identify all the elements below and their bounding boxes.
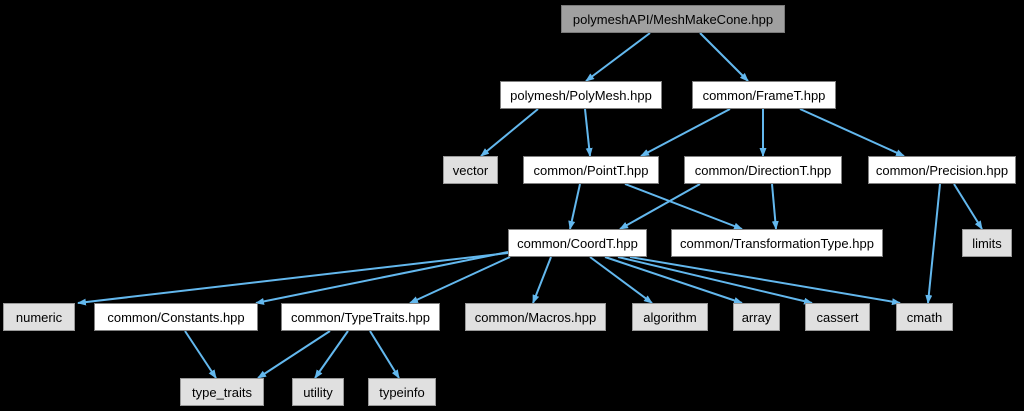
graph-node-cassert[interactable]: cassert (805, 303, 870, 331)
graph-node-limits[interactable]: limits (962, 229, 1012, 257)
graph-node-algorithm[interactable]: algorithm (632, 303, 708, 331)
graph-node-label: common/Constants.hpp (107, 309, 245, 325)
graph-edge-precision-to-cmath (925, 183, 941, 304)
graph-node-typetraits[interactable]: common/TypeTraits.hpp (281, 303, 440, 331)
graph-node-framet[interactable]: common/FrameT.hpp (692, 81, 836, 109)
graph-edge-constants-to-type_traits (184, 330, 217, 379)
graph-node-label: array (741, 309, 772, 325)
graph-edge-coordt-to-numeric (77, 252, 509, 306)
graph-edge-framet-to-precision (799, 108, 905, 157)
graph-edge-polymesh-to-pointt (584, 108, 593, 157)
graph-node-label: common/CoordT.hpp (517, 235, 638, 251)
graph-edge-precision-to-limits (953, 183, 983, 230)
graph-node-label: type_traits (192, 384, 252, 400)
graph-node-label: polymesh/PolyMesh.hpp (510, 87, 652, 103)
graph-edge-meshmakecone-to-framet (699, 32, 749, 82)
graph-edge-typetraits-to-utility (314, 330, 349, 379)
graph-node-transtype[interactable]: common/TransformationType.hpp (671, 229, 883, 257)
graph-edge-directiont-to-coordt (619, 183, 701, 230)
graph-node-label: limits (972, 235, 1002, 251)
graph-node-precision[interactable]: common/Precision.hpp (868, 156, 1016, 184)
graph-edge-typetraits-to-type_traits (257, 330, 331, 379)
graph-edge-pointt-to-transtype (624, 183, 743, 230)
graph-edge-typetraits-to-typeinfo (369, 330, 400, 379)
graph-node-label: utility (303, 384, 333, 400)
graph-node-macros[interactable]: common/Macros.hpp (465, 303, 606, 331)
graph-edge-polymesh-to-vector (480, 108, 539, 157)
graph-node-label: common/Macros.hpp (474, 309, 597, 325)
graph-node-label: algorithm (643, 309, 697, 325)
graph-edge-coordt-to-algorithm (589, 256, 653, 304)
graph-node-polymesh[interactable]: polymesh/PolyMesh.hpp (500, 81, 662, 109)
graph-node-label: cmath (906, 309, 943, 325)
graph-node-label: numeric (15, 309, 63, 325)
graph-node-label: common/TypeTraits.hpp (291, 309, 430, 325)
graph-node-typeinfo[interactable]: typeinfo (368, 378, 436, 406)
graph-edge-coordt-to-typetraits (409, 256, 511, 304)
graph-node-directiont[interactable]: common/DirectionT.hpp (684, 156, 842, 184)
graph-node-label: common/PointT.hpp (533, 162, 649, 178)
graph-node-label: common/FrameT.hpp (702, 87, 826, 103)
graph-node-label: common/DirectionT.hpp (694, 162, 832, 178)
graph-node-label: vector (452, 162, 489, 178)
graph-node-pointt[interactable]: common/PointT.hpp (523, 156, 659, 184)
graph-node-constants[interactable]: common/Constants.hpp (94, 303, 258, 331)
graph-edge-directiont-to-transtype (771, 183, 779, 230)
graph-node-utility[interactable]: utility (292, 378, 344, 406)
graph-edge-meshmakecone-to-polymesh (585, 32, 651, 82)
graph-node-coordt[interactable]: common/CoordT.hpp (508, 229, 647, 257)
graph-edge-framet-to-pointt (640, 108, 731, 157)
graph-edge-coordt-to-array (604, 256, 743, 304)
graph-node-meshmakecone[interactable]: polymeshAPI/MeshMakeCone.hpp (561, 5, 785, 33)
graph-node-label: common/TransformationType.hpp (680, 235, 874, 251)
graph-node-numeric[interactable]: numeric (3, 303, 75, 331)
graph-node-array[interactable]: array (733, 303, 780, 331)
graph-node-type_traits[interactable]: type_traits (180, 378, 264, 406)
graph-edge-pointt-to-coordt (568, 183, 581, 230)
graph-node-label: typeinfo (379, 384, 425, 400)
graph-node-cmath[interactable]: cmath (896, 303, 953, 331)
graph-edge-coordt-to-macros (532, 256, 552, 304)
graph-edge-coordt-to-cmath (629, 256, 901, 306)
graph-node-label: common/Precision.hpp (875, 162, 1009, 178)
graph-edge-coordt-to-cassert (617, 256, 813, 305)
graph-node-label: cassert (816, 309, 859, 325)
graph-node-label: polymeshAPI/MeshMakeCone.hpp (572, 11, 774, 27)
graph-node-vector[interactable]: vector (443, 156, 498, 184)
graph-edge-coordt-to-constants (255, 251, 509, 305)
